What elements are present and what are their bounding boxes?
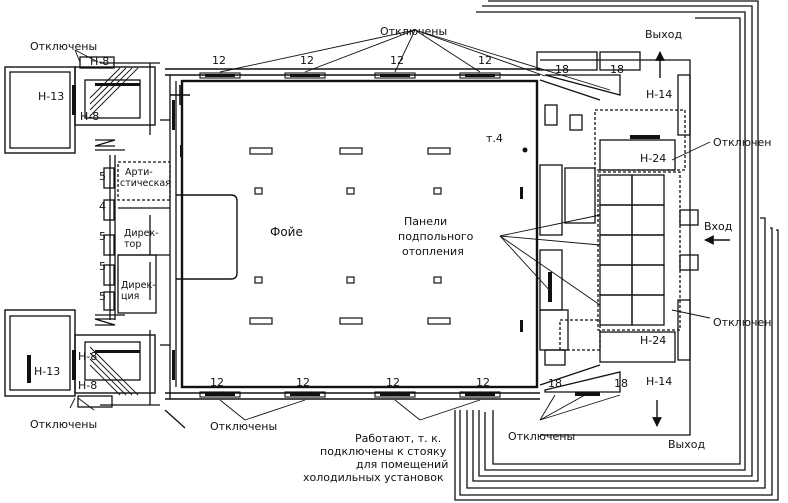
unit-18-bottom-2: 18 [614, 377, 628, 390]
radiators-bottom [199, 391, 501, 398]
entrance-label: Вход [704, 220, 733, 233]
unit-12-top-3: 12 [390, 54, 404, 67]
off-label-bottom-center: Отключены [210, 420, 277, 433]
directorate-room-line2: ция [121, 291, 139, 302]
left-service-rooms [103, 119, 171, 346]
artist-room-line2: стическая [120, 178, 171, 189]
off-label-bottom-left: Отключены [30, 418, 97, 431]
directorate-room-line1: Дирек- [121, 280, 156, 291]
exit-top-label: Выход [645, 28, 682, 41]
working-note-line1: Работают, т. к. [355, 432, 441, 445]
unit-h14-bottom: Н-14 [646, 375, 672, 388]
off-label-right-bottom: Отключен [713, 316, 771, 329]
unit-h24-top: Н-24 [640, 152, 666, 165]
unit-h8-bl-1: Н-8 [78, 350, 97, 363]
working-note-line2: подключены к стояку [320, 445, 447, 458]
unit-5-1: 5 [99, 170, 106, 183]
panels-label-line3: отопления [402, 245, 464, 258]
unit-12-top-1: 12 [212, 54, 226, 67]
panels-label-line1: Панели [404, 215, 447, 228]
unit-18-top-1: 18 [555, 63, 569, 76]
off-label-right-top: Отключен [713, 136, 771, 149]
unit-5-4: 5 [99, 290, 106, 303]
unit-5-3: 5 [99, 260, 106, 273]
unit-4: 4 [99, 200, 106, 213]
off-label-top-center: Отключены [380, 25, 447, 38]
unit-5-2: 5 [99, 230, 106, 243]
unit-h24-bottom: Н-24 [640, 334, 666, 347]
text-labels: Отключены Отключены Отключены Отключены … [30, 25, 771, 484]
artist-room-line1: Арти- [125, 167, 153, 178]
unit-12-top-4: 12 [478, 54, 492, 67]
exit-bottom-label: Выход [668, 438, 705, 451]
unit-h13-bottom: Н-13 [34, 365, 60, 378]
off-label-top-left: Отключены [30, 40, 97, 53]
outer-perimeter-walls [454, 0, 779, 501]
point-label: т.4 [486, 132, 503, 145]
radiators-top [199, 72, 501, 79]
foyer-label: Фойе [270, 225, 303, 239]
right-technical-block [536, 51, 699, 436]
unit-18-bottom-1: 18 [548, 377, 562, 390]
unit-h8-tl-1: Н-8 [90, 55, 109, 68]
leader-lines [69, 29, 711, 421]
unit-h8-bl-2: Н-8 [78, 379, 97, 392]
unit-12-bottom-3: 12 [386, 376, 400, 389]
unit-h14-top: Н-14 [646, 88, 672, 101]
off-label-bottom-right: Отключены [508, 430, 575, 443]
unit-12-top-2: 12 [300, 54, 314, 67]
solid-marks [27, 74, 660, 396]
unit-h8-tl-2: Н-8 [80, 110, 99, 123]
working-note-line3: для помещений [356, 458, 448, 471]
foyer-columns [249, 147, 451, 325]
stair-block-top-left [4, 56, 190, 154]
unit-12-bottom-4: 12 [476, 376, 490, 389]
working-note-line4: холодильных установок [303, 471, 444, 484]
unit-12-bottom-2: 12 [296, 376, 310, 389]
director-room-line2: тор [124, 239, 141, 250]
stair-block-bottom-left [4, 309, 186, 429]
foyer-hall [165, 68, 540, 400]
director-room-line1: Дирек- [124, 228, 159, 239]
unit-18-top-2: 18 [610, 63, 624, 76]
panels-label-line2: подпольного [398, 230, 474, 243]
unit-12-bottom-1: 12 [210, 376, 224, 389]
unit-h13-top: Н-13 [38, 90, 64, 103]
